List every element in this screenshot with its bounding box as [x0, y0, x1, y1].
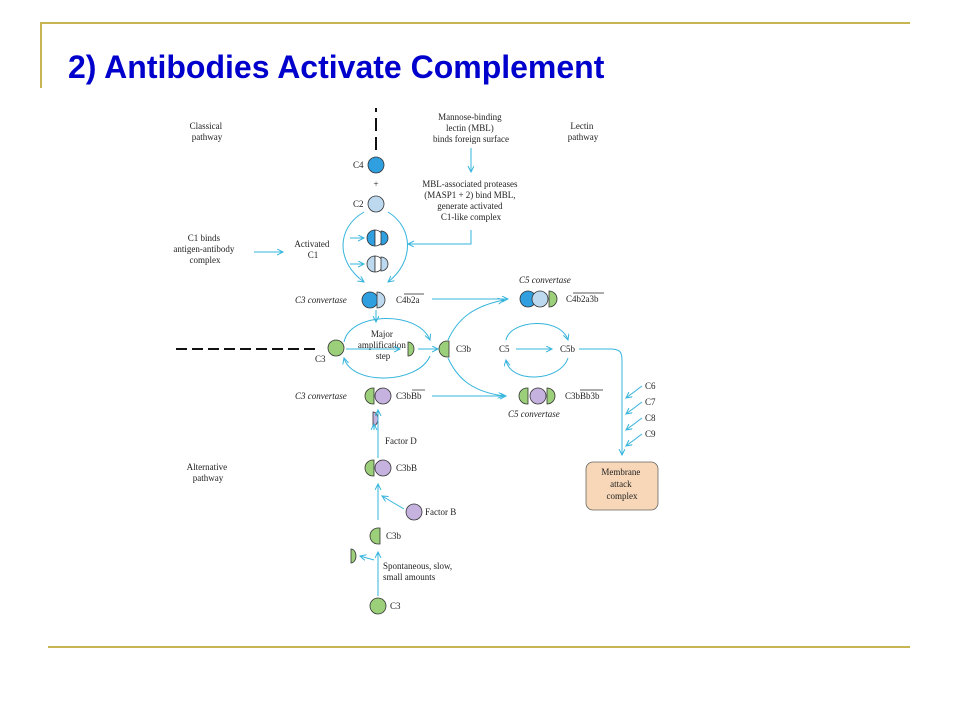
c1-binds-label: C1 binds antigen-antibody complex	[173, 233, 236, 265]
classical-c3-convertase-label: C3 convertase	[295, 295, 347, 305]
c3a-fragment-icon	[407, 341, 415, 357]
plus-sign: +	[373, 179, 378, 189]
factor-b-molecule-icon	[405, 503, 423, 521]
alternative-c5-convertase-label: C5 convertase	[508, 409, 560, 419]
c7-label: C7	[645, 397, 656, 407]
c3bb-label: C3bB	[396, 463, 417, 473]
factor-d-label: Factor D	[385, 436, 417, 446]
c9-label: C9	[645, 429, 656, 439]
major-amplification-label: Major amplification step	[358, 329, 408, 361]
c4b2a-complex-icon	[361, 291, 386, 309]
c4-molecule-icon	[367, 156, 385, 174]
activated-c1-label: Activated C1	[294, 239, 331, 260]
alternative-pathway-label: Alternative pathway	[187, 462, 230, 483]
c8-label: C8	[645, 413, 656, 423]
bottom-accent-rule	[48, 646, 910, 648]
c3bb-complex-icon	[364, 459, 392, 477]
alt-c3-label: C3	[390, 601, 401, 611]
classical-c5-convertase-label: C5 convertase	[519, 275, 571, 285]
masp-label: MBL-associated proteases (MASP1 + 2) bin…	[422, 179, 519, 222]
mbl-label: Mannose-binding lectin (MBL) binds forei…	[433, 112, 509, 144]
c3b-fragment-icon	[438, 340, 450, 358]
c3-molecule-icon	[327, 339, 345, 357]
c4-cleavage-icon	[366, 229, 389, 247]
c2-label: C2	[353, 199, 364, 209]
pathway-arrows	[254, 148, 643, 596]
c4b2a3b-complex-icon	[519, 290, 558, 308]
factor-b-label: Factor B	[425, 507, 456, 517]
c3-label: C3	[315, 354, 326, 364]
c3bbb-label: C3bBb	[396, 391, 422, 401]
alt-c3a-fragment-icon	[350, 548, 357, 564]
c3bbb-complex-icon	[364, 387, 392, 405]
c3bbb3b-complex-icon	[518, 387, 556, 405]
c4b2a-label: C4b2a	[396, 295, 420, 305]
slide-title: 2) Antibodies Activate Complement	[68, 49, 605, 85]
membrane-attack-complex-label: Membrane attack complex	[601, 467, 642, 501]
c6-label: C6	[645, 381, 656, 391]
alt-c3-molecule-icon	[369, 597, 387, 615]
ba-fragment-icon	[372, 411, 379, 427]
c2-cleavage-icon	[366, 255, 389, 273]
c5b-label: C5b	[560, 344, 576, 354]
alt-c3b-label: C3b	[386, 531, 402, 541]
spontaneous-label: Spontaneous, slow, small amounts	[383, 561, 454, 582]
c4-label: C4	[353, 160, 364, 170]
c4b2a3b-label: C4b2a3b	[566, 294, 599, 304]
c3bbb3b-label: C3bBb3b	[565, 391, 600, 401]
classical-pathway-label: Classical pathway	[190, 121, 225, 142]
alt-c3b-fragment-icon	[369, 527, 381, 545]
c3b-label: C3b	[456, 344, 472, 354]
lectin-pathway-label: Lectin pathway	[568, 121, 599, 142]
c2-molecule-icon	[367, 195, 385, 213]
left-accent-rule	[40, 22, 42, 88]
c5-label: C5	[499, 344, 510, 354]
alternative-c3-convertase-label: C3 convertase	[295, 391, 347, 401]
top-accent-rule	[40, 22, 910, 24]
membrane-attack-complex-box	[585, 461, 659, 511]
